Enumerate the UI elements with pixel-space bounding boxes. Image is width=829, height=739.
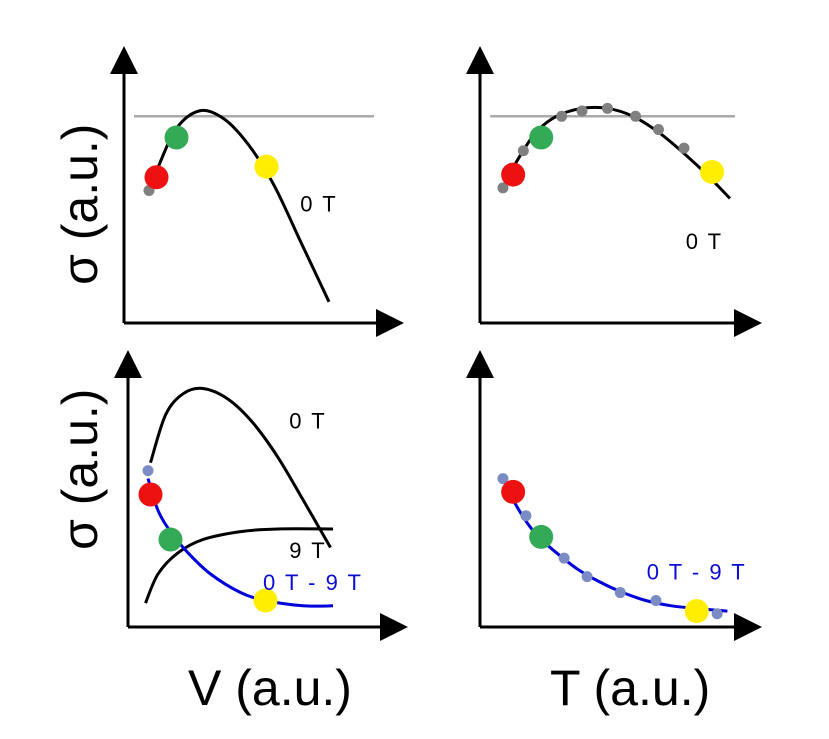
y-axis-arrow-icon: [466, 350, 494, 378]
marker-gray: [517, 145, 529, 157]
marker-gray: [602, 102, 613, 114]
x-axis-arrow-icon: [734, 613, 762, 641]
marker-gray: [576, 105, 588, 117]
curve-label: 0 T - 9 T: [263, 570, 363, 595]
curve-label: 0 T: [686, 229, 723, 254]
marker-yellow: [684, 599, 709, 624]
marker-bluegray: [142, 465, 154, 477]
panels-group: 0 T 0 T 0 T 9 T 0 T - 9 T 0 T - 9 T: [110, 46, 762, 641]
marker-bluegray: [614, 587, 626, 599]
marker-gray: [630, 110, 642, 122]
marker-yellow: [700, 159, 725, 184]
y-axis-arrow-icon: [466, 46, 494, 74]
panel-bottom-left: 0 T 9 T 0 T - 9 T: [114, 350, 408, 641]
curve-label: 0 T: [289, 408, 326, 433]
marker-gray: [497, 182, 509, 194]
curve-label: 9 T: [289, 538, 326, 563]
marker-gray: [556, 110, 568, 122]
y-axis-arrow-icon: [110, 46, 138, 74]
marker-green: [529, 524, 554, 549]
marker-gray: [678, 142, 690, 154]
panel-top-left: 0 T: [110, 46, 404, 337]
curve-label: 0 T - 9 T: [647, 559, 747, 584]
marker-bluegray: [497, 473, 509, 485]
x-axis-arrow-icon: [380, 613, 408, 641]
curve-label: 0 T: [300, 192, 337, 217]
y-axis-label-bottom: σ (a.u.): [52, 389, 108, 550]
marker-red: [501, 162, 526, 187]
marker-green: [158, 527, 183, 552]
marker-red: [501, 479, 526, 504]
marker-bluegray: [558, 552, 570, 564]
marker-green: [164, 125, 189, 150]
marker-red: [138, 482, 163, 507]
x-axis-label-right: T (a.u.): [550, 660, 710, 716]
marker-bluegray: [520, 510, 532, 522]
series-line-9t: [144, 527, 334, 604]
y-axis-label-top: σ (a.u.): [52, 124, 108, 285]
marker-bluegray: [650, 595, 662, 606]
marker-bluegray: [581, 571, 593, 583]
marker-red: [144, 165, 169, 190]
marker-yellow: [254, 154, 279, 179]
panel-bottom-right: 0 T - 9 T: [466, 350, 762, 641]
series-line-0tminus9t: [146, 478, 334, 608]
panel-top-right: 0 T: [466, 46, 762, 337]
x-axis-arrow-icon: [376, 309, 404, 337]
series-line-0t: [147, 108, 331, 303]
marker-gray: [653, 124, 664, 136]
marker-green: [529, 125, 554, 150]
marker-bluegray: [711, 608, 723, 620]
x-axis-arrow-icon: [734, 309, 762, 337]
y-axis-arrow-icon: [114, 350, 142, 378]
series-line-0t: [149, 386, 332, 549]
x-axis-label-left: V (a.u.): [188, 660, 352, 716]
series-line-0t: [501, 105, 731, 200]
marker-yellow: [253, 588, 278, 613]
